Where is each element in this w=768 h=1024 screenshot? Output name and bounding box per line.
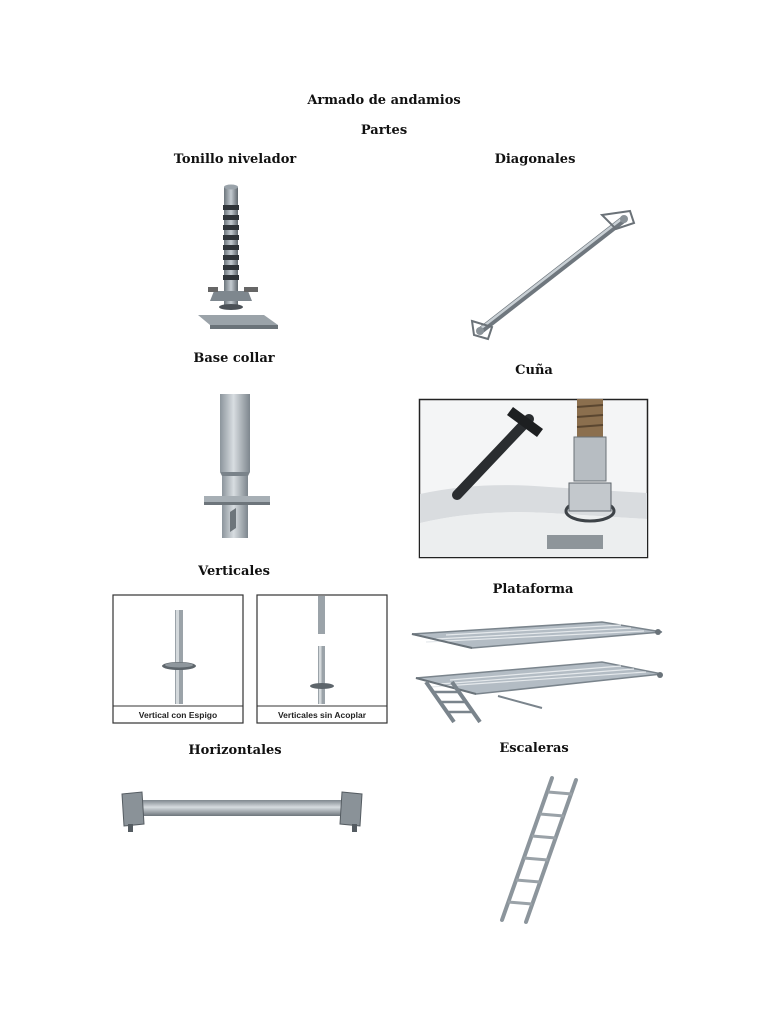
label-diagonales: Diagonales — [494, 152, 576, 167]
label-plataforma: Plataforma — [492, 582, 574, 597]
wedge-image — [418, 398, 649, 559]
label-cuna: Cuña — [515, 363, 553, 378]
caption-vertical-con-espigo: Vertical con Espigo — [139, 710, 217, 720]
horizontal-ledger-image — [121, 791, 363, 832]
verticals-image: Vertical con Espigo Verticales sin Acopl… — [112, 594, 388, 724]
ladder-image — [500, 776, 578, 924]
page-subtitle: Partes — [360, 123, 408, 138]
label-horizontales: Horizontales — [188, 743, 282, 758]
label-verticales: Verticales — [198, 564, 270, 579]
caption-verticales-sin-acoplar: Verticales sin Acoplar — [278, 710, 367, 720]
screw-jack-image — [198, 184, 278, 329]
label-escaleras: Escaleras — [499, 741, 569, 756]
platform-image — [411, 621, 663, 724]
diagonal-brace-image — [470, 209, 636, 341]
label-tonillo-nivelador: Tonillo nivelador — [173, 152, 297, 167]
label-base-collar: Base collar — [193, 351, 275, 366]
base-collar-image — [204, 394, 270, 538]
page-title: Armado de andamios — [307, 93, 461, 108]
